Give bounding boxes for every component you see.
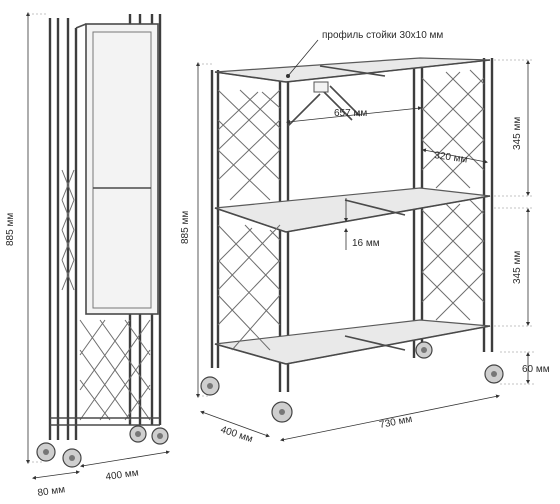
inner-depth-label: 320 мм xyxy=(434,150,469,166)
dim-shelf-gaps: 345 мм 345 мм 60 мм xyxy=(494,59,550,385)
folded-thickness-label: 80 мм xyxy=(37,484,66,499)
folded-rack xyxy=(36,14,169,468)
gap-bottom-label: 345 мм xyxy=(512,251,523,284)
gap-top-label: 345 мм xyxy=(512,117,523,150)
wheel-height-label: 60 мм xyxy=(522,364,550,375)
dim-folded-width: 400 мм xyxy=(80,450,170,483)
front-height-label: 885 мм xyxy=(180,211,191,244)
dim-profile: профиль стойки 30x10 мм xyxy=(286,29,443,78)
dim-inner-width: 657 мм xyxy=(286,106,422,124)
wheel-icon xyxy=(200,341,504,423)
wheel-icon xyxy=(36,425,169,468)
dim-folded-thickness: 80 мм xyxy=(32,470,80,499)
dim-shelf-thickness: 16 мм xyxy=(344,198,380,250)
inner-width-label: 657 мм xyxy=(334,108,367,119)
dim-front-height: 885 мм xyxy=(180,62,212,398)
depth-label: 400 мм xyxy=(219,424,254,445)
assembled-rack xyxy=(200,57,504,423)
dim-side-height: 885 мм xyxy=(5,12,48,464)
folded-width-label: 400 мм xyxy=(105,467,140,483)
dim-depth: 400 мм xyxy=(200,410,270,445)
dim-width: 730 мм xyxy=(280,394,500,442)
dim-inner-depth: 320 мм xyxy=(422,148,488,166)
profile-label: профиль стойки 30x10 мм xyxy=(322,29,443,41)
width-label: 730 мм xyxy=(378,414,413,431)
shelf-thickness-label: 16 мм xyxy=(352,238,380,249)
side-height-label: 885 мм xyxy=(5,213,16,246)
